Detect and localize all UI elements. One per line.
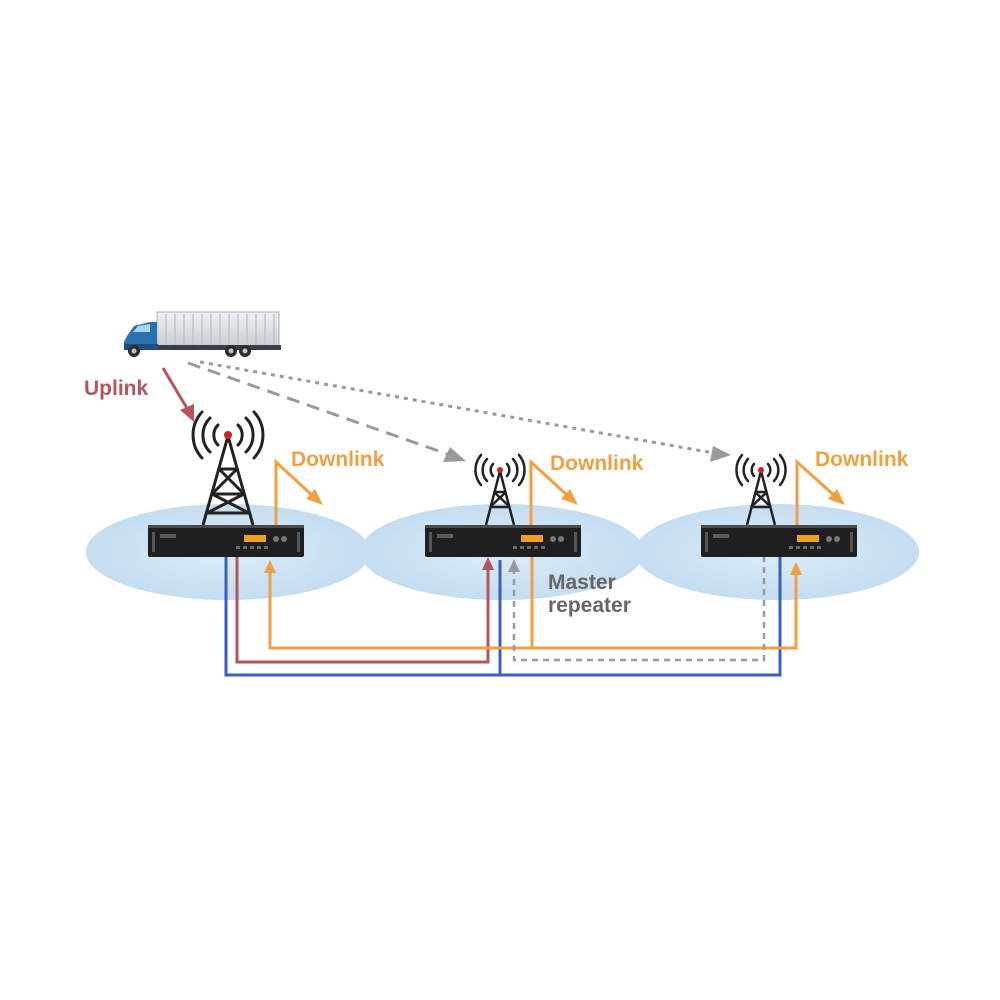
- repeater-icon: [425, 525, 581, 557]
- uplink-arrowhead: [180, 404, 194, 422]
- dashed-arrowhead: [443, 447, 466, 462]
- antenna-tip: [497, 467, 503, 473]
- repeater-icon: [701, 525, 857, 557]
- downlink-arrowhead: [561, 489, 578, 505]
- uplink-arrow: [161, 367, 190, 411]
- uplink-route: [235, 556, 490, 664]
- downlink-label: Downlink: [550, 452, 644, 475]
- downlink-arrowhead: [306, 489, 323, 505]
- master-repeater-label-line2: repeater: [548, 594, 631, 617]
- downlink-arrowhead: [828, 489, 845, 505]
- downlink-route-arrowhead: [264, 560, 276, 573]
- uplink-route-arrowhead: [482, 557, 494, 570]
- downlink-route-arrowhead: [790, 562, 802, 575]
- dashed-route: [512, 556, 766, 662]
- signal-waves-icon: [735, 453, 787, 487]
- downlink-route: [268, 556, 798, 650]
- master-repeater-label-line1: Master: [548, 571, 616, 594]
- antenna-tip: [224, 431, 232, 439]
- radio-link-dashed: [187, 360, 715, 457]
- truck-icon: [124, 311, 281, 357]
- tower-icon: [484, 470, 516, 526]
- repeater-icon: [148, 525, 304, 557]
- downlink-arrow: [274, 458, 838, 527]
- uplink-label: Uplink: [84, 377, 148, 400]
- downlink-label: Downlink: [815, 448, 909, 471]
- dashed-arrowhead: [710, 446, 731, 462]
- antenna-tip: [758, 467, 764, 473]
- tower-icon: [745, 470, 777, 526]
- dashed-route-arrowhead: [508, 559, 520, 572]
- network-link: [224, 556, 782, 677]
- downlink-label: Downlink: [291, 448, 385, 471]
- signal-waves-icon: [191, 410, 265, 460]
- signal-waves-icon: [474, 453, 526, 487]
- tower-icon: [201, 435, 255, 526]
